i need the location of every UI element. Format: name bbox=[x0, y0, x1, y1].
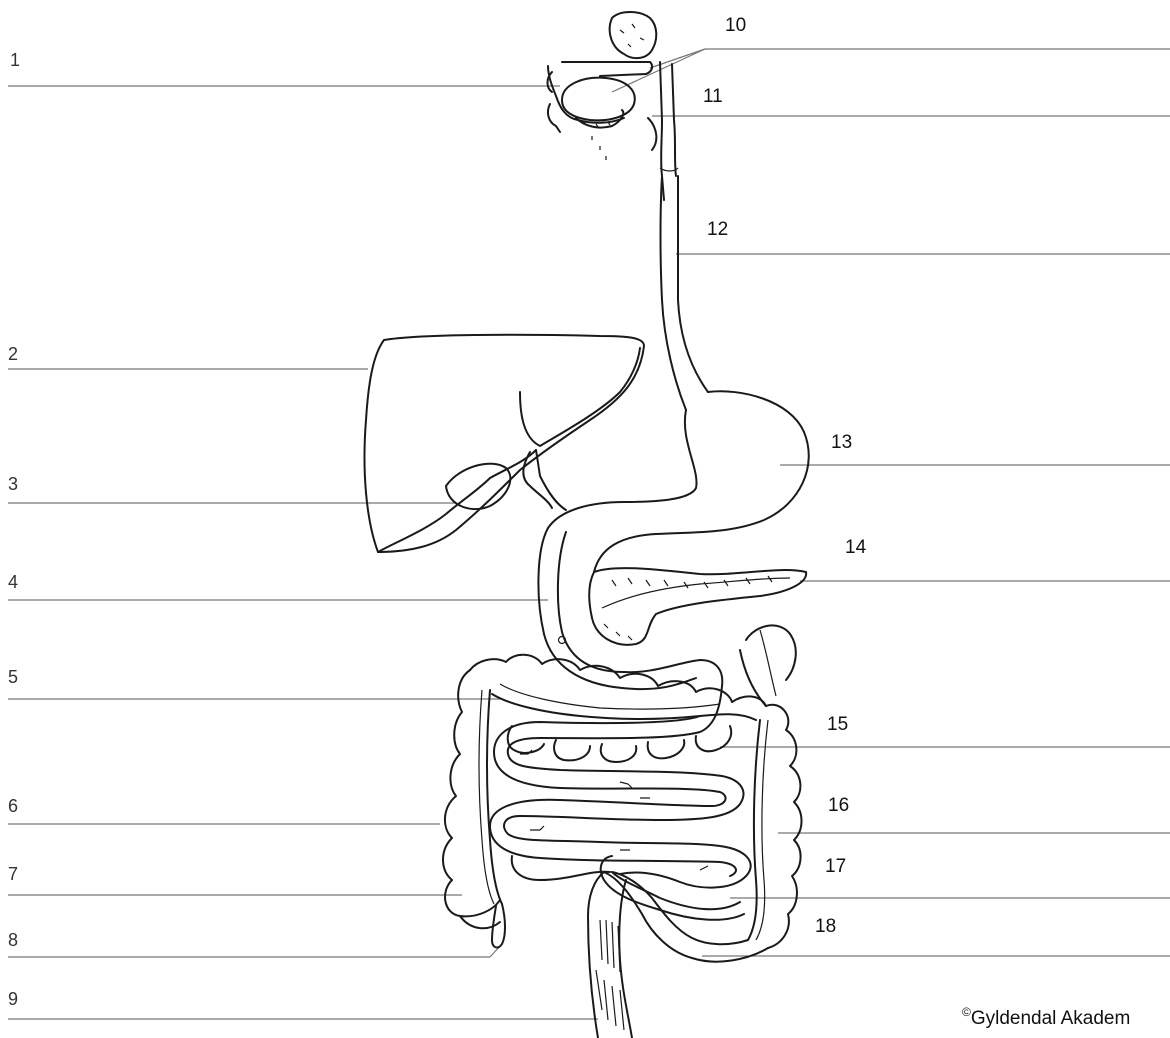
label-9: 9 bbox=[8, 989, 18, 1009]
label-18: 18 bbox=[815, 916, 836, 937]
liver bbox=[365, 335, 645, 552]
left-labels: 1 2 3 4 5 6 7 8 9 bbox=[8, 50, 20, 1009]
label-14: 14 bbox=[845, 537, 867, 558]
left-leader-lines bbox=[8, 86, 598, 1019]
svg-text:©Gyldendal Akadem: ©Gyldendal Akadem bbox=[962, 1005, 1130, 1029]
descending-colon bbox=[766, 705, 802, 948]
label-5: 5 bbox=[8, 667, 18, 687]
label-8: 8 bbox=[8, 930, 18, 950]
copyright-symbol: © bbox=[962, 1005, 971, 1019]
label-17: 17 bbox=[825, 856, 846, 877]
right-labels: 10 11 12 13 14 15 16 17 18 bbox=[703, 15, 867, 937]
label-13: 13 bbox=[831, 432, 852, 453]
label-15: 15 bbox=[827, 714, 848, 735]
label-4: 4 bbox=[8, 572, 18, 592]
label-2: 2 bbox=[8, 344, 18, 364]
label-3: 3 bbox=[8, 474, 18, 494]
head-region bbox=[548, 12, 679, 200]
label-11: 11 bbox=[703, 86, 723, 107]
copyright-notice: ©Gyldendal Akadem bbox=[962, 1005, 1130, 1029]
label-7: 7 bbox=[8, 864, 18, 884]
esophagus bbox=[661, 176, 709, 410]
ascending-colon bbox=[443, 670, 500, 916]
label-16: 16 bbox=[828, 795, 849, 816]
large-intestine bbox=[443, 625, 802, 961]
copyright-text: Gyldendal Akadem bbox=[971, 1008, 1131, 1029]
label-1: 1 bbox=[10, 50, 20, 70]
epiglottis bbox=[648, 118, 656, 150]
hard-palate bbox=[562, 62, 652, 76]
leader-line-10-a bbox=[650, 49, 705, 68]
parotid-gland bbox=[610, 12, 657, 58]
duodenum bbox=[538, 528, 722, 689]
label-6: 6 bbox=[8, 796, 18, 816]
appendix bbox=[492, 904, 505, 947]
label-10: 10 bbox=[725, 15, 746, 36]
label-12: 12 bbox=[707, 219, 728, 240]
gallbladder bbox=[446, 450, 566, 510]
pancreas bbox=[589, 568, 806, 645]
pharynx-wall-inner bbox=[672, 64, 676, 176]
